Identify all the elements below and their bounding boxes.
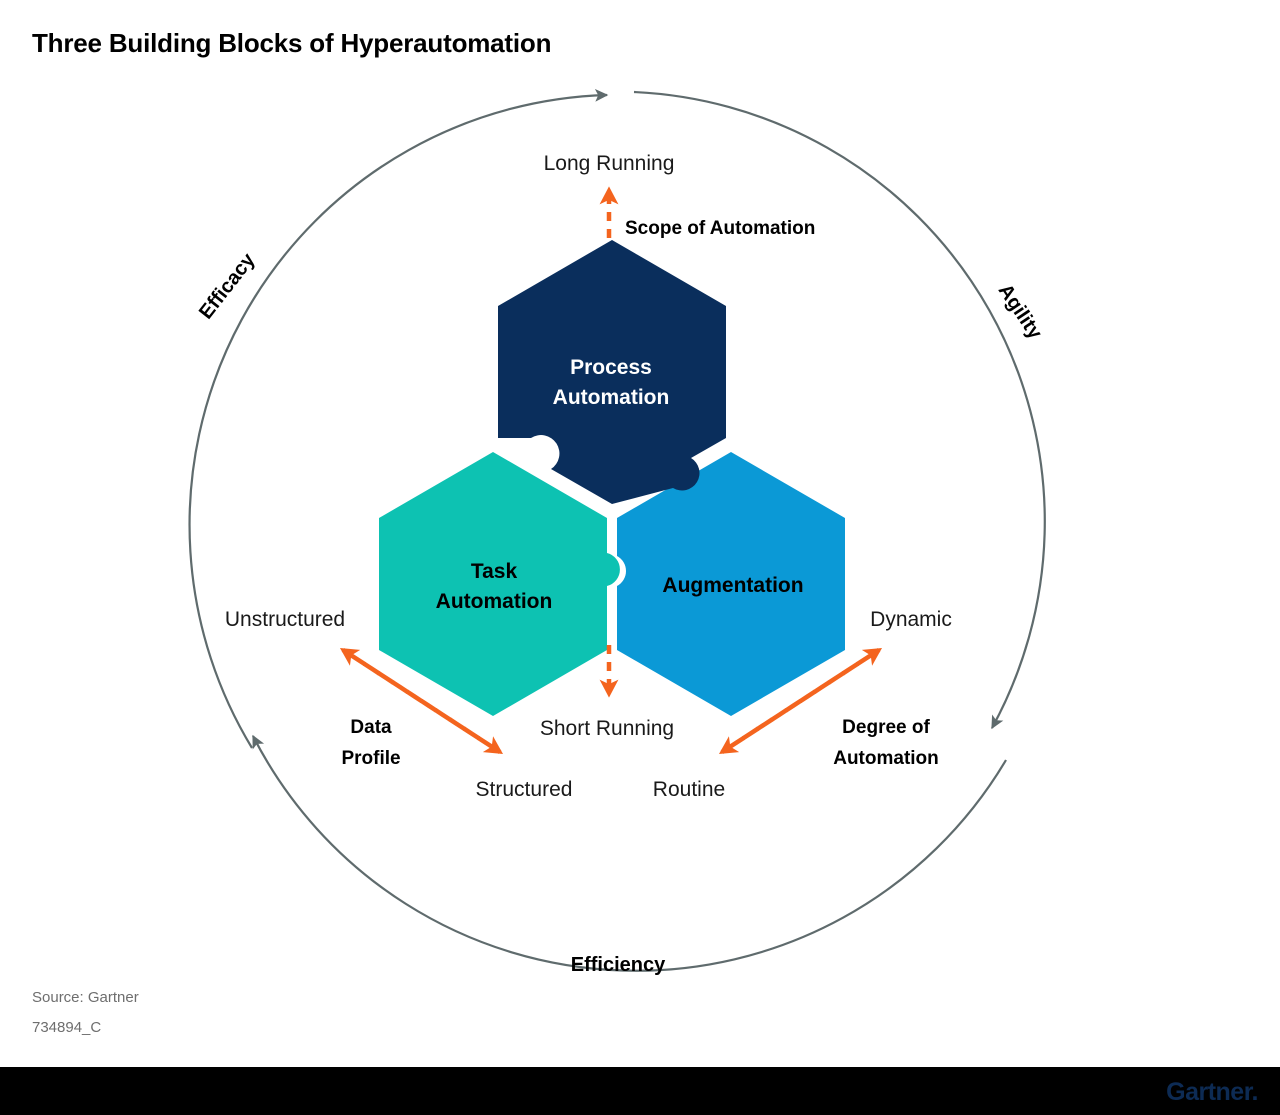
task-label-line2: Automation — [436, 590, 553, 613]
gartner-logo: Gartner. — [1166, 1078, 1258, 1106]
endpoint-unstructured: Unstructured — [225, 608, 345, 631]
degree-arrow-down — [718, 648, 881, 754]
outer-ring-arcs — [188, 88, 1046, 972]
ring-arc-agility — [633, 90, 1046, 730]
endpoint-short-running: Short Running — [540, 717, 674, 740]
axis-data-profile: Unstructured Structured Data Profile — [225, 608, 573, 801]
axis-title-degree-line1: Degree of — [842, 717, 930, 738]
axis-scope-of-automation: Scope of Automation Long Running Short R… — [540, 152, 815, 740]
task-label-line1: Task — [471, 560, 518, 583]
document-id: 734894_C — [32, 1019, 102, 1036]
ring-arc-efficiency — [252, 734, 1007, 972]
process-label-line2: Automation — [553, 386, 670, 409]
footer-bar — [0, 1067, 1280, 1115]
axis-title-degree-line2: Automation — [833, 748, 939, 769]
data-profile-arrow-down — [341, 648, 504, 754]
block-process-automation[interactable]: Process Automation — [498, 240, 726, 504]
ring-label-efficacy: Efficacy — [195, 249, 260, 324]
augmentation-hex-shape — [617, 452, 845, 716]
ring-label-efficiency: Efficiency — [571, 954, 666, 976]
block-augmentation[interactable]: Augmentation — [617, 452, 845, 716]
augmentation-label: Augmentation — [662, 574, 803, 597]
hyperautomation-diagram: Efficacy Agility Efficiency Augmentation… — [188, 88, 1047, 976]
process-label-line1: Process — [570, 356, 652, 379]
endpoint-dynamic: Dynamic — [870, 608, 952, 631]
ring-arc-efficacy — [188, 88, 609, 749]
axis-title-scope: Scope of Automation — [625, 218, 815, 239]
endpoint-long-running: Long Running — [544, 152, 675, 175]
source-text: Source: Gartner — [32, 989, 139, 1006]
endpoint-structured: Structured — [476, 778, 573, 801]
hexagon-group: Augmentation Task Automation Process Aut… — [379, 240, 845, 716]
axis-degree-of-automation: Dynamic Routine Degree of Automation — [653, 608, 952, 801]
process-hex-shape — [498, 240, 726, 504]
block-task-automation[interactable]: Task Automation — [379, 452, 620, 716]
endpoint-routine: Routine — [653, 778, 725, 801]
page-title: Three Building Blocks of Hyperautomation — [32, 28, 552, 58]
axis-title-data-profile-line1: Data — [350, 717, 392, 738]
axis-title-data-profile-line2: Profile — [341, 748, 400, 769]
task-hex-shape — [379, 452, 620, 716]
